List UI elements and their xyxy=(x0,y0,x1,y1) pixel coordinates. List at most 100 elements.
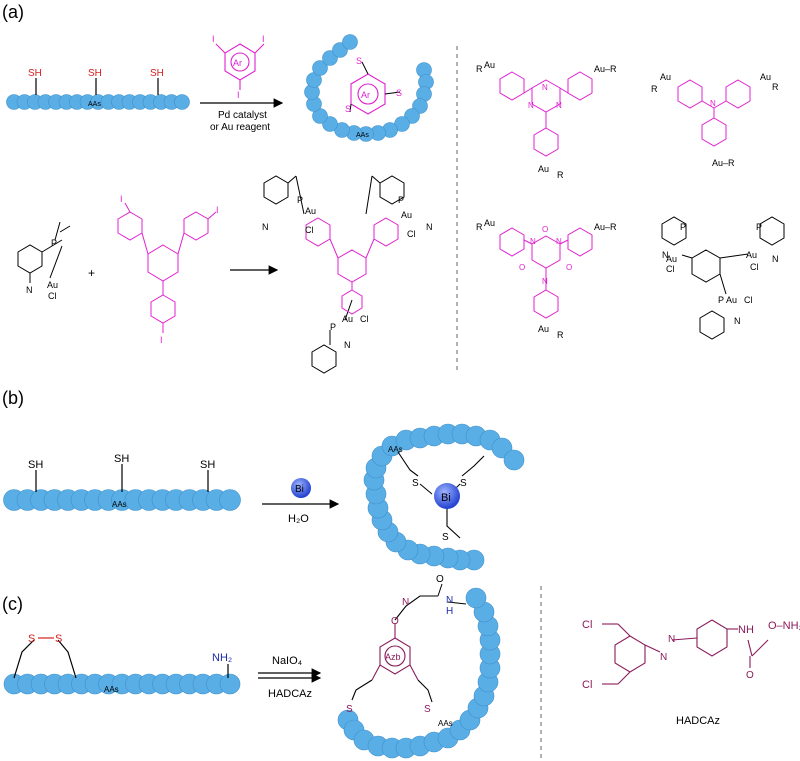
tri-gold-benzene xyxy=(661,216,785,340)
panel-b: (b) SH SH SH AAs Bi H₂O S S S Bi xyxy=(2,388,525,571)
nitrogen-label: N xyxy=(662,250,669,260)
r-group-label: R xyxy=(476,64,483,74)
sulfur-label: S xyxy=(412,478,419,489)
water-label: H₂O xyxy=(288,513,309,525)
gold-label: Au xyxy=(746,250,757,260)
gold-label: Au xyxy=(47,280,58,290)
nitrogen-label: N xyxy=(542,83,548,92)
triazine-tri-gold xyxy=(499,71,593,157)
amino-acid-bead xyxy=(312,60,328,76)
nitrogen-label: N xyxy=(772,254,779,264)
thiol-label: SH xyxy=(88,68,102,79)
panel-c: (c) S S NH₂ AAs NaIO₄ HADCAz Azb xyxy=(2,574,800,759)
oxygen-label: O xyxy=(391,616,399,627)
gold-label: Au xyxy=(538,164,549,174)
nitrogen-label: N xyxy=(26,285,33,295)
nitrogen-label: N xyxy=(660,652,667,663)
aas-label: AAs xyxy=(438,719,453,728)
gold-r-label: Au–R xyxy=(712,158,735,168)
gold-r-label: Au–R xyxy=(594,64,617,74)
thiol-label: SH xyxy=(150,68,164,79)
amino-acid-bead xyxy=(342,34,358,50)
nitrogen-label: N xyxy=(668,634,675,645)
hadcaz-name: HADCAz xyxy=(676,715,720,727)
gold-label: Au xyxy=(401,210,412,220)
cyclic-peptide-a: Ar S S S AAs xyxy=(304,34,434,142)
panel-a: (a) SH SH SH AAs Ar I I I Pd catalyst or… xyxy=(2,2,785,374)
isocyanurate-tri-gold xyxy=(499,227,593,319)
peptide-linear-a: SH SH SH AAs xyxy=(6,68,190,110)
peptide-linear-b: SH SH SH AAs xyxy=(3,453,241,511)
amine-label: NH₂ xyxy=(212,652,232,664)
catalyst-label: Pd catalyst xyxy=(218,110,267,121)
thiol-label: SH xyxy=(28,68,42,79)
panel-b-label: (b) xyxy=(2,388,24,408)
gold-label: Au xyxy=(484,218,495,228)
nitrogen-label: N xyxy=(528,101,534,110)
sulfur-label: S xyxy=(28,633,35,645)
hadcaz-structure xyxy=(602,619,769,685)
oxygen-label: O xyxy=(566,263,572,272)
amino-acid-bead xyxy=(465,587,487,609)
amino-acid-bead xyxy=(219,489,241,511)
phosphorus-label: P xyxy=(398,195,404,205)
oxygen-label: O xyxy=(519,263,525,272)
chloride-label: Cl xyxy=(305,225,314,235)
aas-label: AAs xyxy=(112,500,127,509)
reagent-label: NaIO₄ xyxy=(272,655,303,667)
thiol-label: SH xyxy=(200,459,215,471)
r-group-label: R xyxy=(772,82,779,92)
chloride-label: Cl xyxy=(750,262,759,272)
phosphorus-label: P xyxy=(756,222,762,232)
iodo-label: I xyxy=(160,335,163,345)
chlorine-label: Cl xyxy=(582,619,592,631)
sulfur-label: S xyxy=(424,704,431,715)
nitrogen-label: N xyxy=(446,595,453,606)
bead-chain xyxy=(3,489,241,511)
bismuth-center-sphere xyxy=(434,483,460,509)
catalyst-label: or Au reagent xyxy=(210,122,270,133)
aas-label: AAs xyxy=(104,685,119,694)
nitrogen-label: N xyxy=(530,237,536,246)
chloride-label: Cl xyxy=(360,314,369,324)
phosphorus-label: P xyxy=(297,195,303,205)
gold-label: Au xyxy=(342,314,353,324)
chloride-label: Cl xyxy=(744,295,753,305)
sulfur-label: S xyxy=(396,88,402,98)
hydrogen-label: H xyxy=(446,606,453,617)
bead-chain xyxy=(3,673,241,695)
r-group-label: R xyxy=(557,170,564,180)
amino-acid-bead xyxy=(219,673,241,695)
panel-c-label: (c) xyxy=(2,594,23,614)
nitrogen-label: N xyxy=(542,277,548,286)
thiol-label: SH xyxy=(114,453,129,465)
reagent-label: HADCAz xyxy=(268,688,312,700)
nitrogen-label: N xyxy=(734,316,741,326)
gold-label: Au xyxy=(660,72,671,82)
gold-label: Au xyxy=(760,72,771,82)
r-group-label: R xyxy=(476,222,483,232)
oxygen-label: O xyxy=(436,574,444,585)
azobenzene-label: Azb xyxy=(385,652,401,662)
bead-ring xyxy=(337,587,501,759)
bead-ring xyxy=(363,423,525,571)
sulfur-label: S xyxy=(356,56,362,66)
phosphorus-label: P xyxy=(51,238,57,248)
iodo-label: I xyxy=(120,194,123,204)
peptide-linear-c: S S NH₂ AAs xyxy=(3,633,241,695)
chloride-label: Cl xyxy=(666,264,675,274)
phosphorus-label: P xyxy=(718,295,724,305)
au-phosphine-complex xyxy=(17,221,71,283)
panel-a-label: (a) xyxy=(2,2,24,22)
aminooxy-label: O–NH₂ xyxy=(768,620,800,632)
bismuth-reagent-sphere xyxy=(291,478,311,498)
chloride-label: Cl xyxy=(48,291,57,301)
plus-sign: + xyxy=(88,266,95,280)
sulfur-label: S xyxy=(345,104,351,114)
nitrogen-label: N xyxy=(710,99,716,108)
nitrogen-label: N xyxy=(426,222,433,232)
chloride-label: Cl xyxy=(407,229,416,239)
bead-chain xyxy=(6,94,190,110)
cyclic-peptide-b: S S S Bi AAs xyxy=(363,423,525,571)
bismuth-label: Bi xyxy=(295,484,304,495)
